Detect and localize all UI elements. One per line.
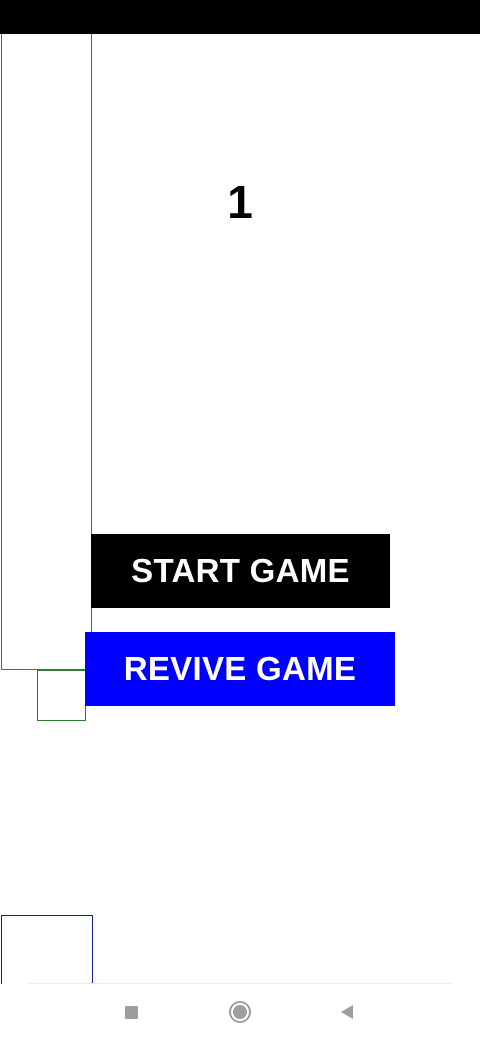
status-bar: [0, 0, 480, 34]
nav-divider: [28, 983, 452, 984]
home-icon: [233, 1005, 247, 1019]
bottom-obstacle: [1, 915, 93, 984]
recent-apps-button[interactable]: [119, 1000, 143, 1024]
start-game-button[interactable]: START GAME: [91, 534, 390, 608]
revive-game-button[interactable]: REVIVE GAME: [85, 632, 395, 706]
back-icon: [341, 1005, 353, 1019]
navigation-bar: [0, 984, 480, 1041]
recent-apps-icon: [124, 1005, 138, 1019]
home-button[interactable]: [228, 1000, 252, 1024]
back-button[interactable]: [335, 1000, 359, 1024]
top-obstacle: [1, 34, 92, 670]
score-display: 1: [227, 176, 253, 228]
player-block: [37, 670, 86, 721]
